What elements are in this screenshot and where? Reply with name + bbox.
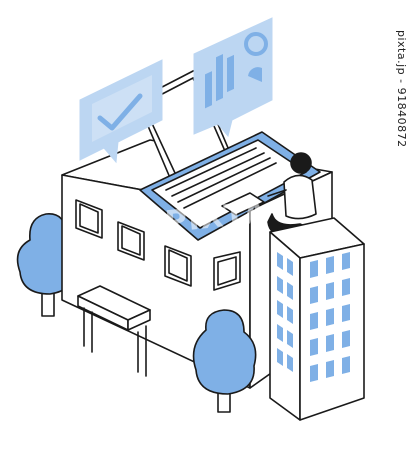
side-id-label: pixta.jp - 91840872 bbox=[395, 30, 408, 148]
tower-building bbox=[269, 217, 365, 421]
right-tree bbox=[192, 309, 257, 413]
building-windows bbox=[75, 199, 241, 291]
chart-bubble-icon bbox=[193, 17, 273, 138]
laptop bbox=[136, 69, 321, 241]
check-bubble-icon bbox=[79, 59, 163, 164]
entrance bbox=[77, 285, 151, 377]
tower-windows bbox=[277, 252, 350, 382]
